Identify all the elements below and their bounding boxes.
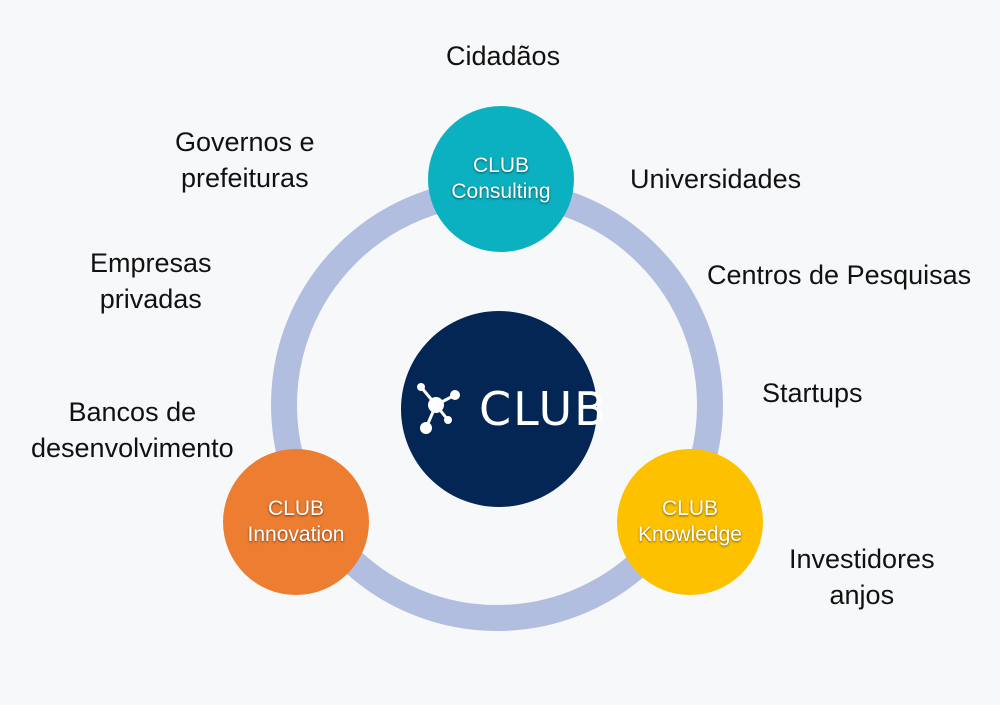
stakeholder-governos-e-prefeituras: Governos e prefeituras (175, 124, 315, 196)
empresas-line1: Empresas (90, 248, 212, 278)
bancos-line1: Bancos de (68, 397, 197, 427)
governos-line1: Governos e (175, 127, 315, 157)
empresas-line2: privadas (99, 284, 202, 314)
stakeholder-universidades: Universidades (630, 164, 802, 194)
bancos-line2: desenvolvimento (31, 433, 234, 463)
club-knowledge-node: CLUB Knowledge (617, 449, 763, 595)
investidores-line1: Investidores (789, 544, 935, 574)
club-consulting-line2: Consulting (451, 180, 551, 203)
stakeholder-cidadaos: Cidadãos (446, 41, 561, 71)
club-consulting-node: CLUB Consulting (428, 106, 574, 252)
stakeholder-bancos-de-desenvolvimento: Bancos de desenvolvimento (31, 394, 234, 466)
governos-line2: prefeituras (181, 163, 309, 193)
club-knowledge-line2: Knowledge (638, 523, 742, 546)
club-innovation-node: CLUB Innovation (223, 449, 369, 595)
stakeholder-investidores-anjos: Investidores anjos (789, 541, 935, 613)
club-consulting-line1: CLUB (472, 154, 530, 177)
club-innovation-line2: Innovation (247, 523, 345, 546)
stakeholder-startups: Startups (762, 378, 863, 408)
stakeholder-centros-de-pesquisas: Centros de Pesquisas (707, 260, 972, 290)
club-innovation-line1: CLUB (267, 497, 325, 520)
investidores-line2: anjos (829, 580, 895, 610)
stakeholder-empresas-privadas: Empresas privadas (90, 245, 212, 317)
club-logo-text: CLUB (479, 382, 608, 436)
club-knowledge-line1: CLUB (661, 497, 719, 520)
club-center-hub: CLUB (401, 311, 606, 507)
network-molecule-icon (417, 383, 460, 434)
